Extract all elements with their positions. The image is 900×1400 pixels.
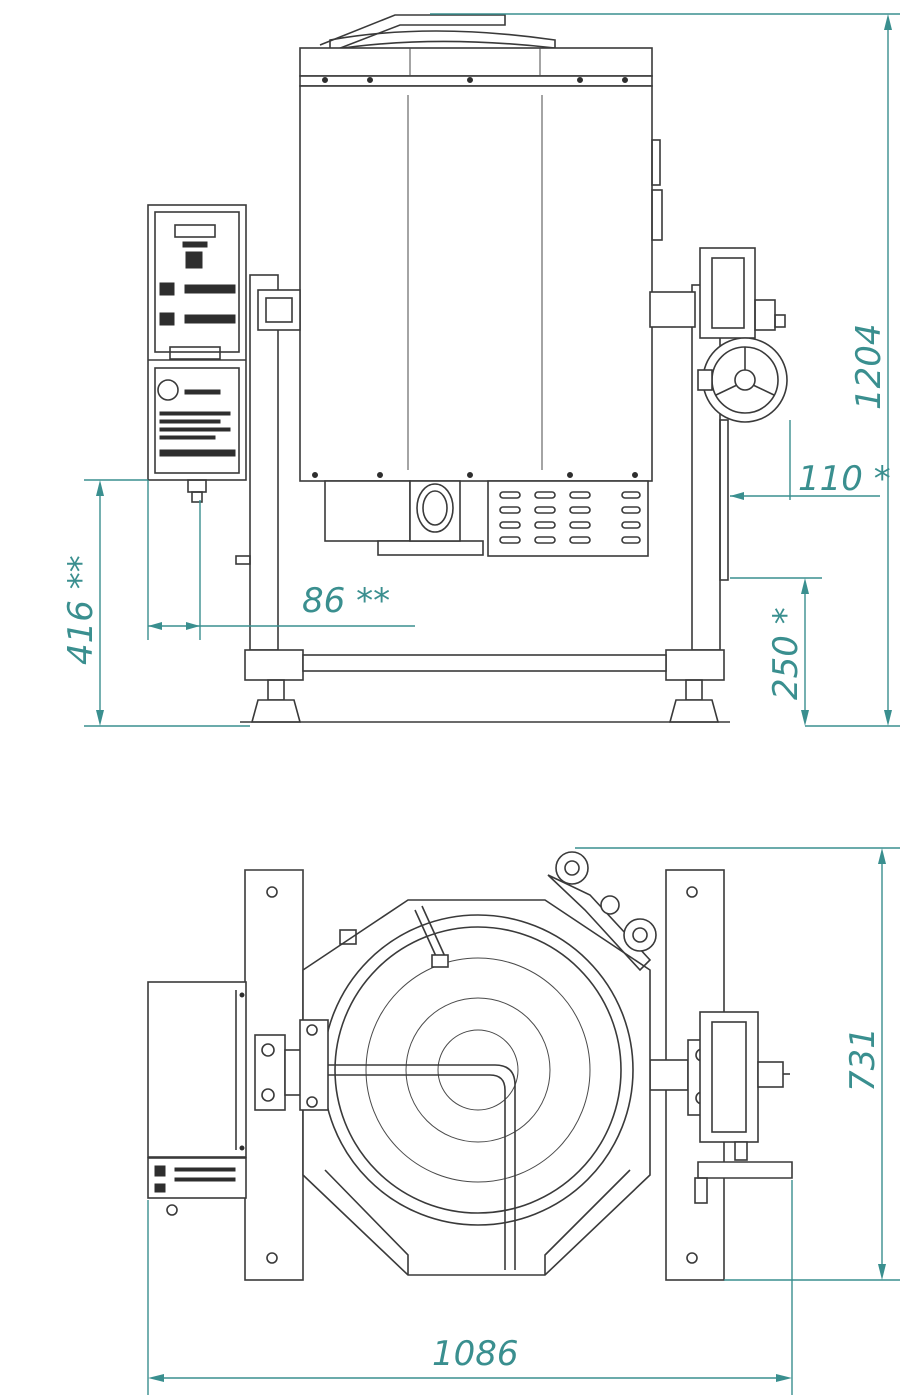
dimension-height-total-label: 1204 (849, 323, 889, 410)
dimension-tilt-offset: 110 * (730, 420, 891, 500)
dimension-axis-height-label: 250 * (766, 607, 806, 700)
outlet-valve (555, 851, 657, 952)
feet (240, 679, 730, 723)
dimension-axis-height: 250 * (730, 577, 822, 726)
kettle-lid (299, 14, 653, 87)
dimension-depth: 731 (575, 847, 900, 1281)
dimension-width-label: 1086 (432, 1334, 519, 1374)
control-box-top (147, 981, 247, 1216)
dimension-width: 1086 (147, 1180, 793, 1395)
dimension-control-bottom-height: 416 ** (61, 479, 250, 727)
right-pillar (649, 284, 729, 681)
top-view: 731 1086 (147, 847, 900, 1395)
drive-unit (324, 480, 649, 557)
tilt-gear (697, 247, 788, 423)
left-pillar (235, 274, 304, 681)
dimension-tilt-offset-label: 110 * (798, 459, 891, 499)
dimension-depth-label: 731 (843, 1027, 883, 1092)
dimension-control-offset: 86 ** (147, 480, 415, 640)
dimension-height-total: 1204 (430, 13, 900, 727)
dimension-control-offset-label: 86 ** (302, 581, 390, 621)
front-view: 1204 110 * 416 ** 86 ** (61, 13, 900, 727)
control-panel (147, 204, 247, 503)
kettle-body (299, 85, 663, 482)
dimension-control-bottom-height-label: 416 ** (61, 555, 101, 665)
base-crossbar (302, 654, 667, 672)
kettle-top (299, 874, 652, 1276)
gearbox-top (694, 1011, 793, 1204)
